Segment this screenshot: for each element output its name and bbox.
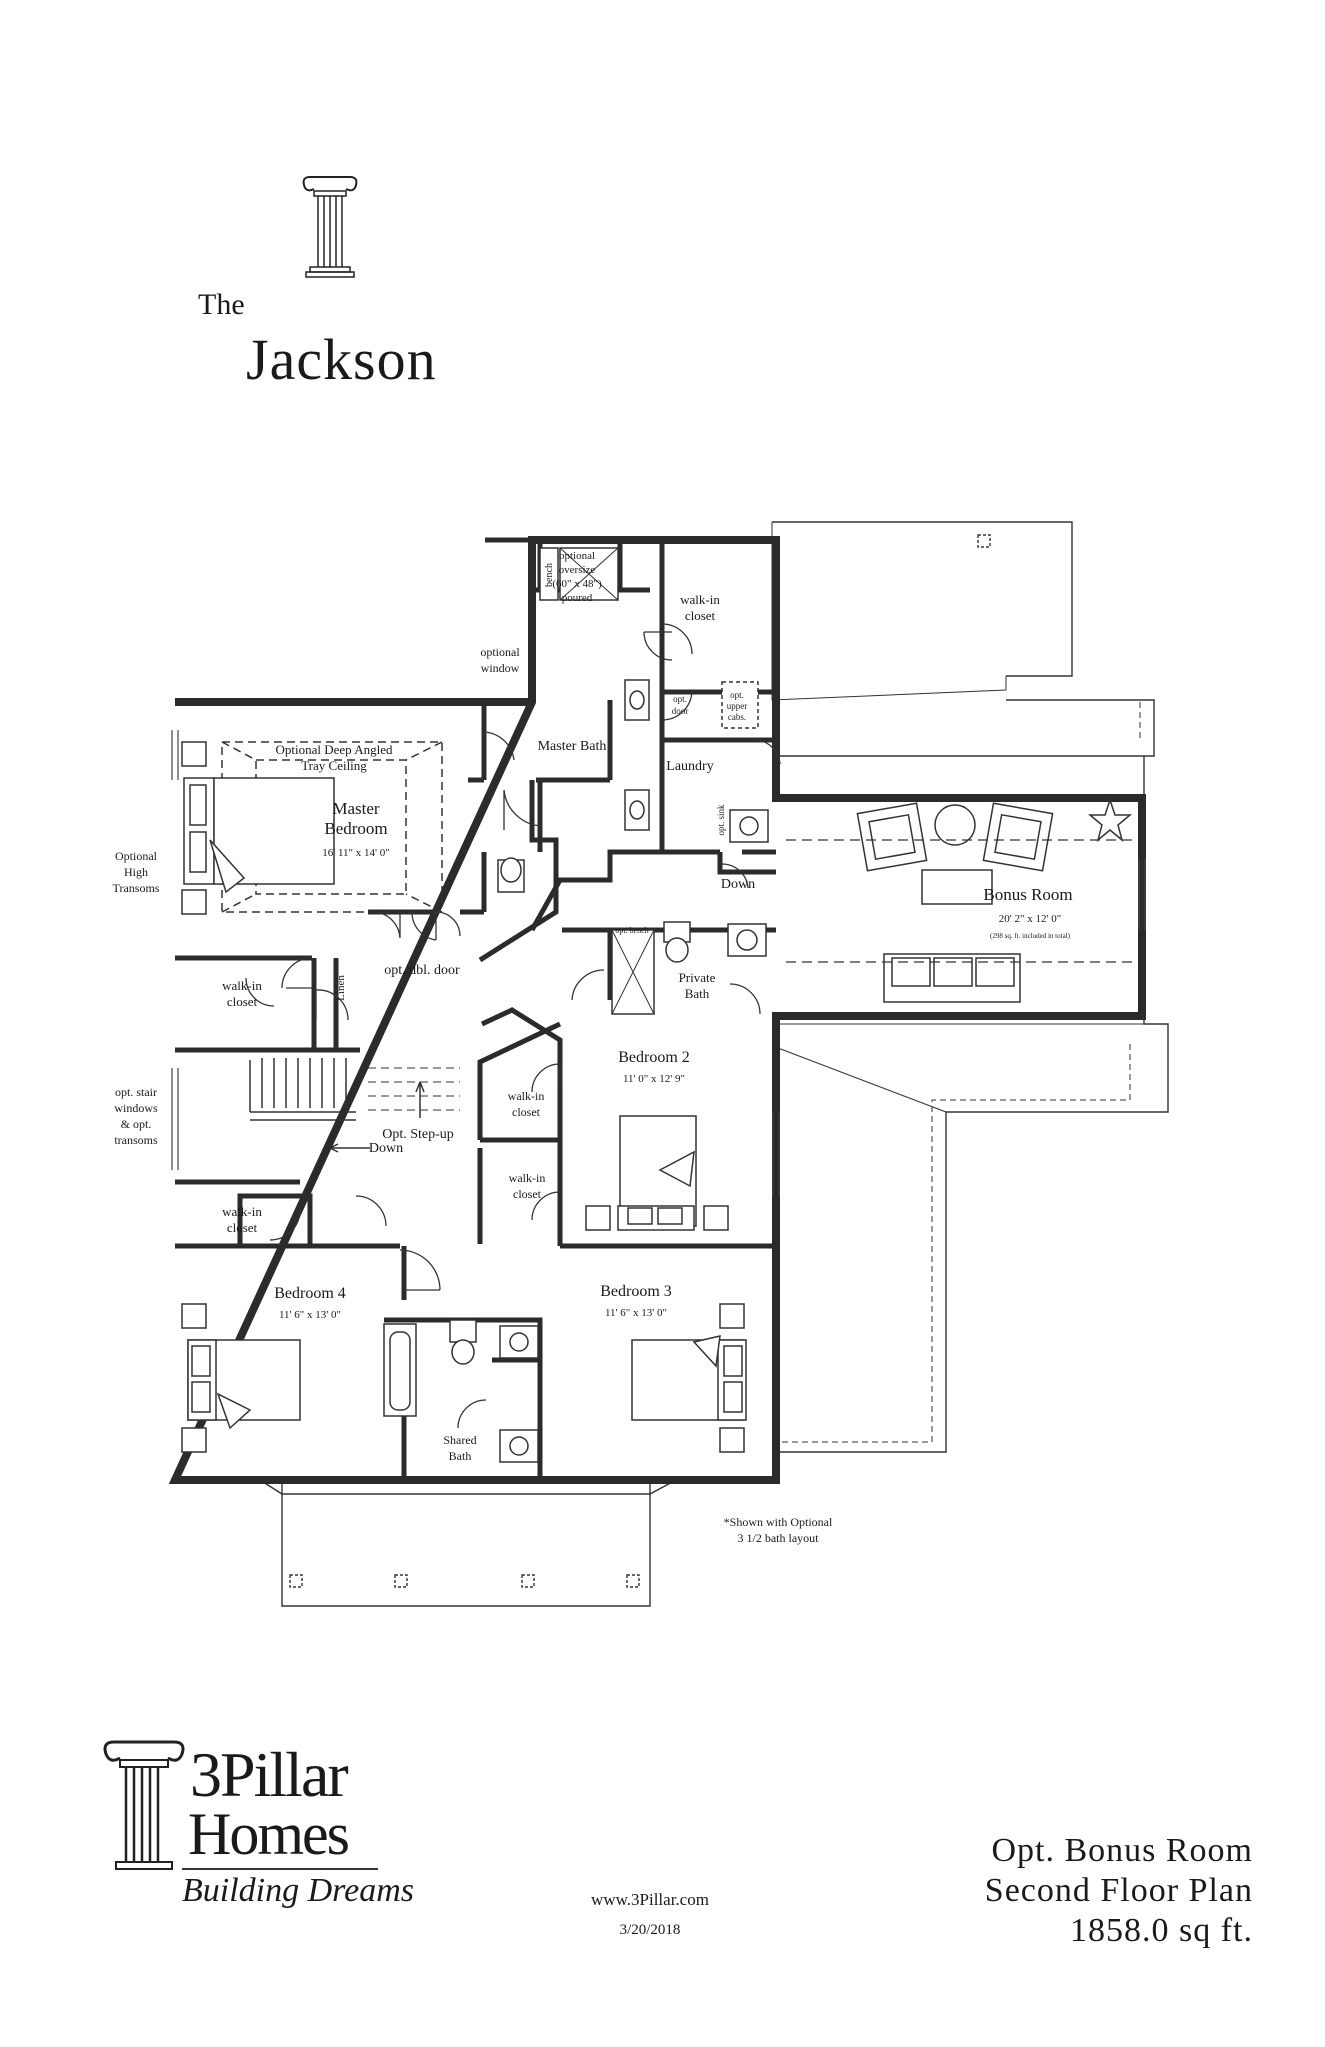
pillar-icon — [302, 176, 358, 278]
svg-text:opt.door: opt.door — [672, 694, 689, 716]
svg-text:opt. bench: opt. bench — [615, 926, 648, 935]
plan-type: Opt. Bonus Room — [991, 1832, 1253, 1869]
plan-floor: Second Floor Plan — [984, 1872, 1253, 1909]
brand-pillar-icon — [103, 1740, 185, 1870]
svg-text:Bedroom 4: Bedroom 4 — [274, 1285, 346, 1302]
svg-text:opt. sink: opt. sink — [716, 804, 726, 836]
plan-date: 3/20/2018 — [619, 1922, 681, 1938]
plan-name: Jackson — [246, 327, 437, 392]
svg-text:16' 11" x 14' 0": 16' 11" x 14' 0" — [322, 847, 390, 859]
svg-text:(298 sq. ft. included in total: (298 sq. ft. included in total) — [990, 932, 1071, 940]
svg-text:11' 6" x 13' 0": 11' 6" x 13' 0" — [605, 1307, 667, 1319]
brand-divider — [182, 1868, 378, 1870]
brand-line-2: Homes — [188, 1801, 350, 1867]
plan-square-footage: 1858.0 sq ft. — [1070, 1912, 1253, 1949]
svg-text:Linen: Linen — [335, 975, 347, 1001]
website-url[interactable]: www.3Pillar.com — [591, 1890, 709, 1909]
svg-text:20' 2" x 12' 0": 20' 2" x 12' 0" — [999, 913, 1061, 925]
svg-text:bench: bench — [544, 563, 555, 587]
svg-text:Bedroom 2: Bedroom 2 — [618, 1049, 690, 1066]
brand-line-1: 3Pillar — [190, 1739, 349, 1810]
title-prefix: The — [198, 288, 245, 321]
svg-text:Master Bath: Master Bath — [538, 739, 607, 754]
svg-text:Down: Down — [721, 877, 755, 892]
svg-text:Opt. Step-up: Opt. Step-up — [382, 1127, 454, 1142]
brand-tagline: Building Dreams — [182, 1872, 415, 1909]
svg-text:opt. dbl. door: opt. dbl. door — [384, 963, 460, 978]
svg-text:11' 6" x 13' 0": 11' 6" x 13' 0" — [279, 1309, 341, 1321]
svg-text:Bedroom 3: Bedroom 3 — [600, 1283, 672, 1300]
svg-text:Laundry: Laundry — [666, 759, 713, 774]
svg-text:Down: Down — [369, 1141, 403, 1156]
svg-text:11' 0" x 12' 9": 11' 0" x 12' 9" — [623, 1073, 685, 1085]
svg-text:Bonus Room: Bonus Room — [983, 885, 1072, 904]
